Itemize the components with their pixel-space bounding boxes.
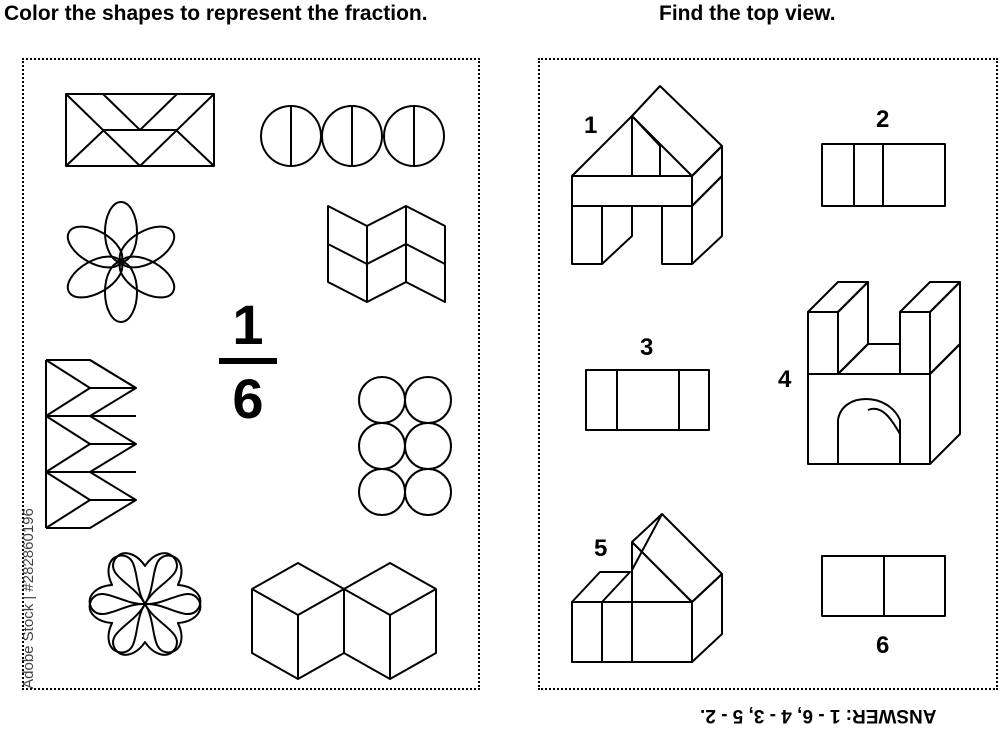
- left-worksheet-title: Color the shapes to represent the fracti…: [4, 2, 428, 25]
- label-4: 4: [778, 366, 792, 393]
- label-2: 2: [876, 106, 890, 133]
- block-building-1[interactable]: [571, 85, 723, 265]
- fraction-display: 1 6: [219, 296, 277, 428]
- block-building-4[interactable]: [807, 281, 961, 465]
- circle-grid-shape[interactable]: [358, 376, 452, 516]
- zigzag-panels-shape[interactable]: [327, 205, 446, 303]
- heart-clover-shape[interactable]: [85, 551, 205, 657]
- fraction-bar: [219, 358, 277, 364]
- answer-key: ANSWER: 1 - 6, 4 - 3, 5 - 2.: [700, 705, 937, 726]
- twin-cubes-shape[interactable]: [251, 562, 437, 680]
- triangle-band-shape[interactable]: [65, 93, 215, 167]
- label-6: 6: [876, 632, 890, 659]
- fraction-numerator: 1: [232, 293, 264, 356]
- top-view-option-3[interactable]: [585, 369, 710, 431]
- right-worksheet-title: Find the top view.: [659, 2, 836, 25]
- top-view-option-2[interactable]: [821, 143, 946, 207]
- label-3: 3: [640, 334, 654, 361]
- label-1: 1: [584, 112, 598, 139]
- chevron-stack-shape[interactable]: [45, 359, 137, 529]
- block-building-5[interactable]: [571, 513, 723, 663]
- split-circles-shape[interactable]: [260, 105, 445, 167]
- label-5: 5: [594, 535, 608, 562]
- fraction-denominator: 6: [232, 367, 264, 430]
- top-view-panel: [538, 58, 998, 690]
- top-view-option-6[interactable]: [821, 555, 946, 617]
- stock-watermark: Adobe Stock | #282860196: [19, 508, 37, 689]
- flower-shape[interactable]: [61, 201, 181, 323]
- fraction-panel: [22, 58, 480, 690]
